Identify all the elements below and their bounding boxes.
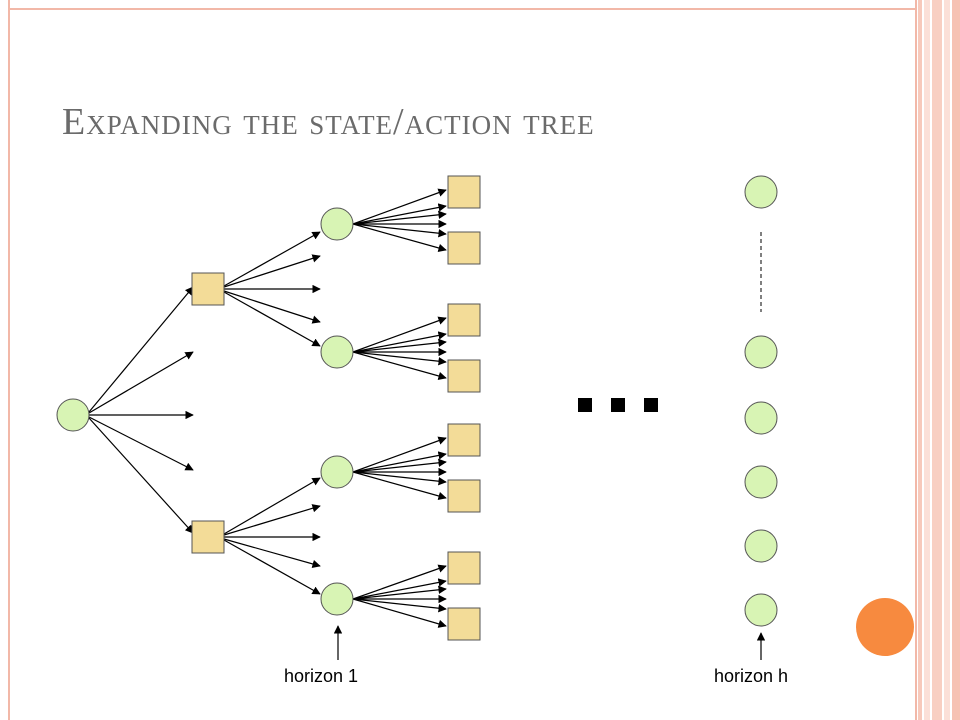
leaf-action-node (447, 423, 481, 457)
action-node (191, 272, 225, 306)
edge (352, 210, 447, 225)
tree-edges (88, 188, 447, 628)
slide-frame-top (8, 8, 917, 10)
edge (352, 351, 447, 366)
horizon-h-label: horizon h (714, 666, 789, 686)
edge (352, 316, 447, 353)
leaf-action-node (447, 551, 481, 585)
decorative-stripe (944, 0, 950, 720)
action-node (191, 520, 225, 554)
horizon-h-state-node (744, 593, 778, 627)
state-node (320, 582, 354, 616)
edge (352, 436, 447, 473)
edge (88, 286, 194, 413)
continuation-dot (611, 398, 625, 412)
edge (223, 254, 321, 288)
edge (352, 598, 447, 628)
continuation-dot (578, 398, 592, 412)
edge (223, 477, 321, 535)
slide-title: Expanding the state/action tree (62, 101, 595, 143)
leaf-action-node (447, 175, 481, 209)
edge (88, 417, 194, 534)
edge (223, 231, 321, 287)
continuation-dots (578, 398, 658, 412)
edge (352, 203, 447, 225)
leaf-action-node (447, 479, 481, 513)
state-node (320, 207, 354, 241)
edge (223, 539, 321, 595)
orange-accent-dot (856, 598, 914, 656)
edge (352, 598, 447, 613)
edge (352, 585, 447, 600)
horizon-1-label: horizon 1 (284, 666, 359, 686)
edge (88, 351, 194, 414)
leaf-action-node (447, 359, 481, 393)
edge (352, 223, 447, 253)
edge (352, 223, 447, 238)
edge (223, 504, 321, 536)
horizon-h-state-node (744, 401, 778, 435)
edge (352, 564, 447, 600)
state-node (320, 455, 354, 489)
edge (352, 471, 447, 486)
state-node (320, 335, 354, 369)
tree-nodes (56, 175, 778, 641)
decorative-stripe (932, 0, 942, 720)
root-state-node (56, 398, 90, 432)
horizon-h-state-node (744, 465, 778, 499)
edge (352, 578, 447, 600)
leaf-action-node (447, 303, 481, 337)
edge (223, 290, 321, 324)
horizon-h-state-node (744, 175, 778, 209)
decorative-stripe (924, 0, 930, 720)
edge (88, 416, 194, 471)
edge (352, 458, 447, 473)
edge (352, 331, 447, 353)
horizon-h-state-node (744, 335, 778, 369)
decorative-stripe (918, 0, 922, 720)
continuation-dot (644, 398, 658, 412)
edge (352, 188, 447, 225)
decorative-stripe (952, 0, 960, 720)
edge (352, 338, 447, 353)
edge (352, 451, 447, 473)
horizon-h-state-node (744, 529, 778, 563)
edge (352, 471, 447, 501)
edge (223, 538, 321, 568)
leaf-action-node (447, 607, 481, 641)
slide-frame (8, 0, 917, 720)
edge (223, 291, 321, 347)
leaf-action-node (447, 231, 481, 265)
edge (352, 351, 447, 381)
